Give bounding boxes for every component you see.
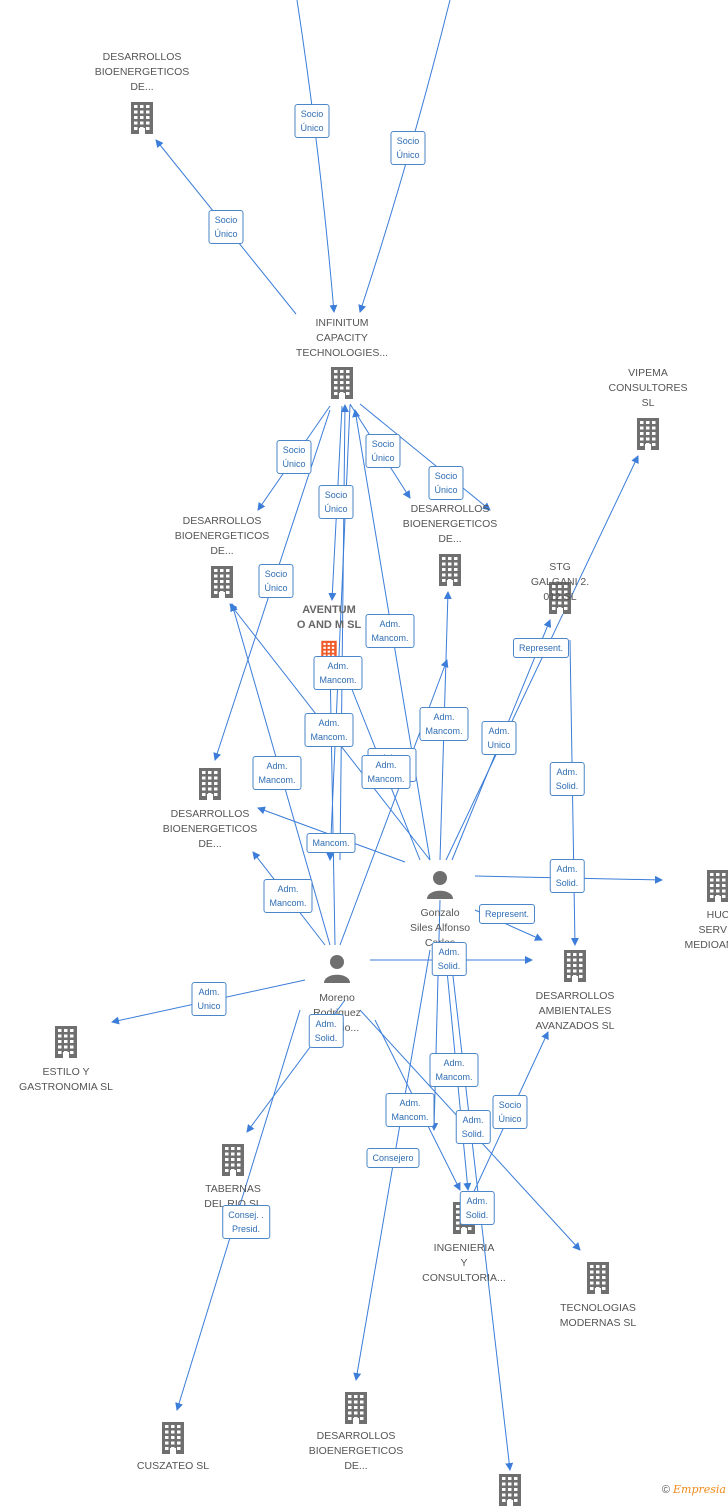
- edge-label-2[interactable]: Socio Único: [208, 210, 244, 244]
- building-icon-vipema[interactable]: [634, 417, 662, 451]
- node-label-dbe_bottom[interactable]: DESARROLLOS BIOENERGETICOS DE...: [308, 1430, 404, 1472]
- node-label-dbe_top[interactable]: DESARROLLOS BIOENERGETICOS DE...: [94, 51, 190, 93]
- building-icon-tecnologias[interactable]: [584, 1261, 612, 1295]
- edge-22: [339, 659, 449, 946]
- node-label-tecnologias[interactable]: TECNOLOGIAS MODERNAS SL: [559, 1302, 637, 1329]
- building-icon-dbe_mid[interactable]: [436, 553, 464, 587]
- edge-label-23[interactable]: Adm. Unico: [191, 982, 227, 1016]
- edge-label-14[interactable]: Adm. Solid.: [549, 762, 585, 796]
- edge-label-21[interactable]: Represent.: [478, 904, 536, 924]
- node-label-dbe_mid[interactable]: DESARROLLOS BIOENERGETICOS DE...: [402, 503, 498, 545]
- brand-logo: Empresia: [673, 1483, 726, 1496]
- node-label-vipema[interactable]: VIPEMA CONSULTORES SL: [608, 367, 688, 409]
- node-label-huc[interactable]: HUC SERVIC MEDIOAMBIE: [684, 909, 728, 951]
- building-icon-cuszateo[interactable]: [159, 1421, 187, 1455]
- building-icon-tabernas[interactable]: [219, 1143, 247, 1177]
- edge-label-4[interactable]: Socio Único: [318, 485, 354, 519]
- edge-label-30[interactable]: Adm. Solid.: [459, 1191, 495, 1225]
- edge-8: [326, 404, 351, 861]
- edge-label-8[interactable]: Adm. Mancom.: [365, 614, 415, 648]
- edge-label-19[interactable]: Adm. Solid.: [549, 859, 585, 893]
- edge-9: [339, 404, 349, 861]
- edge-label-13[interactable]: Adm. Unico: [481, 721, 517, 755]
- edge-6: [359, 403, 491, 511]
- person-icon-moreno[interactable]: [322, 953, 352, 983]
- edge-label-7[interactable]: Socio Único: [258, 564, 294, 598]
- edge-label-27[interactable]: Socio Único: [492, 1095, 528, 1129]
- node-label-aventum[interactable]: AVENTUM O AND M SL: [296, 604, 362, 631]
- building-icon-dbe_bottom[interactable]: [342, 1391, 370, 1425]
- edge-label-22[interactable]: Adm. Solid.: [431, 942, 467, 976]
- edge-11: [445, 455, 639, 861]
- building-icon-dbe_low[interactable]: [196, 767, 224, 801]
- edge-0: [296, 0, 338, 313]
- building-icon-stg[interactable]: [546, 581, 574, 615]
- edge-label-6[interactable]: Socio Único: [428, 466, 464, 500]
- building-icon-bottom_right[interactable]: [496, 1473, 524, 1507]
- edge-label-1[interactable]: Socio Único: [390, 131, 426, 165]
- building-icon-infinitum[interactable]: [328, 366, 356, 400]
- edge-label-12[interactable]: Adm. Mancom.: [419, 707, 469, 741]
- edge-label-25[interactable]: Adm. Mancom.: [429, 1053, 479, 1087]
- edge-label-31[interactable]: Consej. . Presid.: [222, 1205, 270, 1239]
- edge-label-11[interactable]: Adm. Mancom.: [304, 713, 354, 747]
- building-icon-estilo[interactable]: [52, 1025, 80, 1059]
- edge-label-3[interactable]: Socio Único: [276, 440, 312, 474]
- edge-label-9[interactable]: Represent.: [512, 638, 570, 658]
- edge-label-10[interactable]: Adm. Mancom.: [313, 656, 363, 690]
- edge-label-17[interactable]: Adm. Mancom.: [361, 755, 411, 789]
- edge-label-26[interactable]: Adm. Mancom.: [385, 1093, 435, 1127]
- building-icon-daa[interactable]: [561, 949, 589, 983]
- edge-label-0[interactable]: Socio Único: [294, 104, 330, 138]
- edge-label-28[interactable]: Adm. Solid.: [455, 1110, 491, 1144]
- copyright-symbol: ©: [661, 1484, 670, 1496]
- person-icon-gonzalo[interactable]: [425, 869, 455, 899]
- copyright: © Empresia: [662, 1483, 726, 1496]
- node-label-daa[interactable]: DESARROLLOS AMBIENTALES AVANZADOS SL: [535, 990, 615, 1032]
- node-label-infinitum[interactable]: INFINITUM CAPACITY TECHNOLOGIES...: [295, 317, 389, 359]
- node-label-dbe_low[interactable]: DESARROLLOS BIOENERGETICOS DE...: [162, 808, 258, 850]
- node-label-cuszateo[interactable]: CUSZATEO SL: [136, 1460, 210, 1472]
- edge-label-29[interactable]: Consejero: [366, 1148, 420, 1168]
- edge-label-15[interactable]: Adm. Mancom.: [252, 756, 302, 790]
- edge-label-18[interactable]: Mancom.: [306, 833, 356, 853]
- node-label-stg[interactable]: STG GALGANI 2. 012 SL: [530, 561, 590, 603]
- edge-34: [430, 899, 441, 1131]
- node-label-dbe_left[interactable]: DESARROLLOS BIOENERGETICOS DE...: [174, 515, 270, 557]
- edge-label-20[interactable]: Adm. Mancom.: [263, 879, 313, 913]
- edge-label-5[interactable]: Socio Único: [365, 434, 401, 468]
- node-label-ingenieria[interactable]: INGENIERIA Y CONSULTORIA...: [422, 1242, 506, 1284]
- edge-label-24[interactable]: Adm. Solid.: [308, 1014, 344, 1048]
- building-icon-huc[interactable]: [704, 869, 728, 903]
- building-icon-dbe_left[interactable]: [208, 565, 236, 599]
- node-label-estilo[interactable]: ESTILO Y GASTRONOMIA SL: [19, 1066, 113, 1093]
- edge-21: [326, 661, 336, 946]
- building-icon-dbe_top[interactable]: [128, 101, 156, 135]
